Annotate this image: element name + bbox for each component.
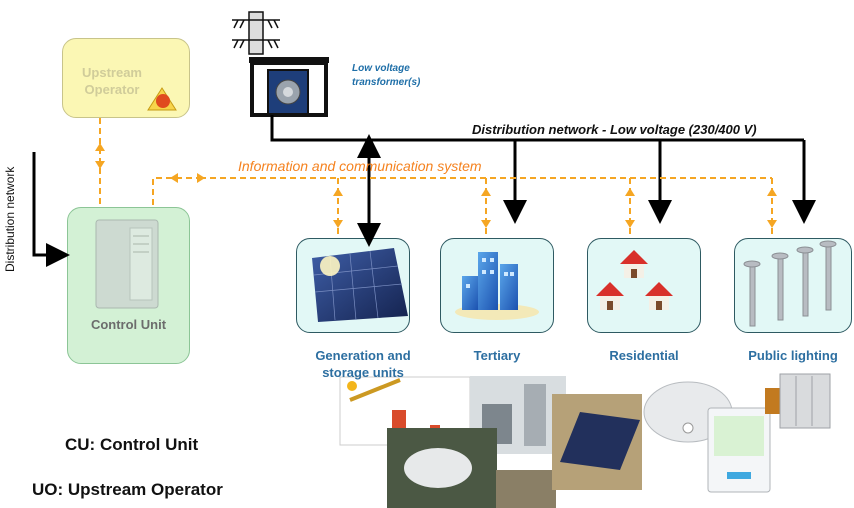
- transformer-icon: [249, 57, 329, 117]
- unit-label-public-lighting: Public lighting: [748, 348, 838, 363]
- solar-panel-icon: [312, 248, 408, 322]
- unit-label-tertiary: Tertiary: [473, 348, 521, 363]
- street-lamp-icon: [743, 240, 837, 327]
- ics-label: Information and communication system: [238, 158, 482, 174]
- upstream-operator-label: Upstream Operator: [82, 65, 142, 97]
- office-building-icon: [455, 252, 539, 320]
- houses-icon: [596, 250, 673, 310]
- legend-uo: UO: Upstream Operator: [32, 480, 223, 499]
- legend-cu: CU: Control Unit: [65, 435, 199, 454]
- lv-network-label: Distribution network - Low voltage (230/…: [472, 122, 757, 137]
- info-arrowheads: [95, 143, 777, 228]
- transformer-label: Low voltage transformer(s): [352, 63, 421, 88]
- upstream-operator-box: [62, 38, 190, 118]
- pylon-icon: [232, 11, 280, 55]
- distribution-network-label: Distribution network: [3, 166, 17, 272]
- control-unit-label: Control Unit: [90, 317, 167, 332]
- server-icon: [95, 219, 159, 309]
- alarm-icon: [147, 87, 177, 111]
- unit-label-generation: Generation and storage units: [315, 348, 411, 380]
- unit-box-residential: [587, 238, 701, 333]
- photo-collage: [339, 373, 831, 508]
- unit-label-residential: Residential: [609, 348, 679, 363]
- power-lines: [32, 115, 816, 267]
